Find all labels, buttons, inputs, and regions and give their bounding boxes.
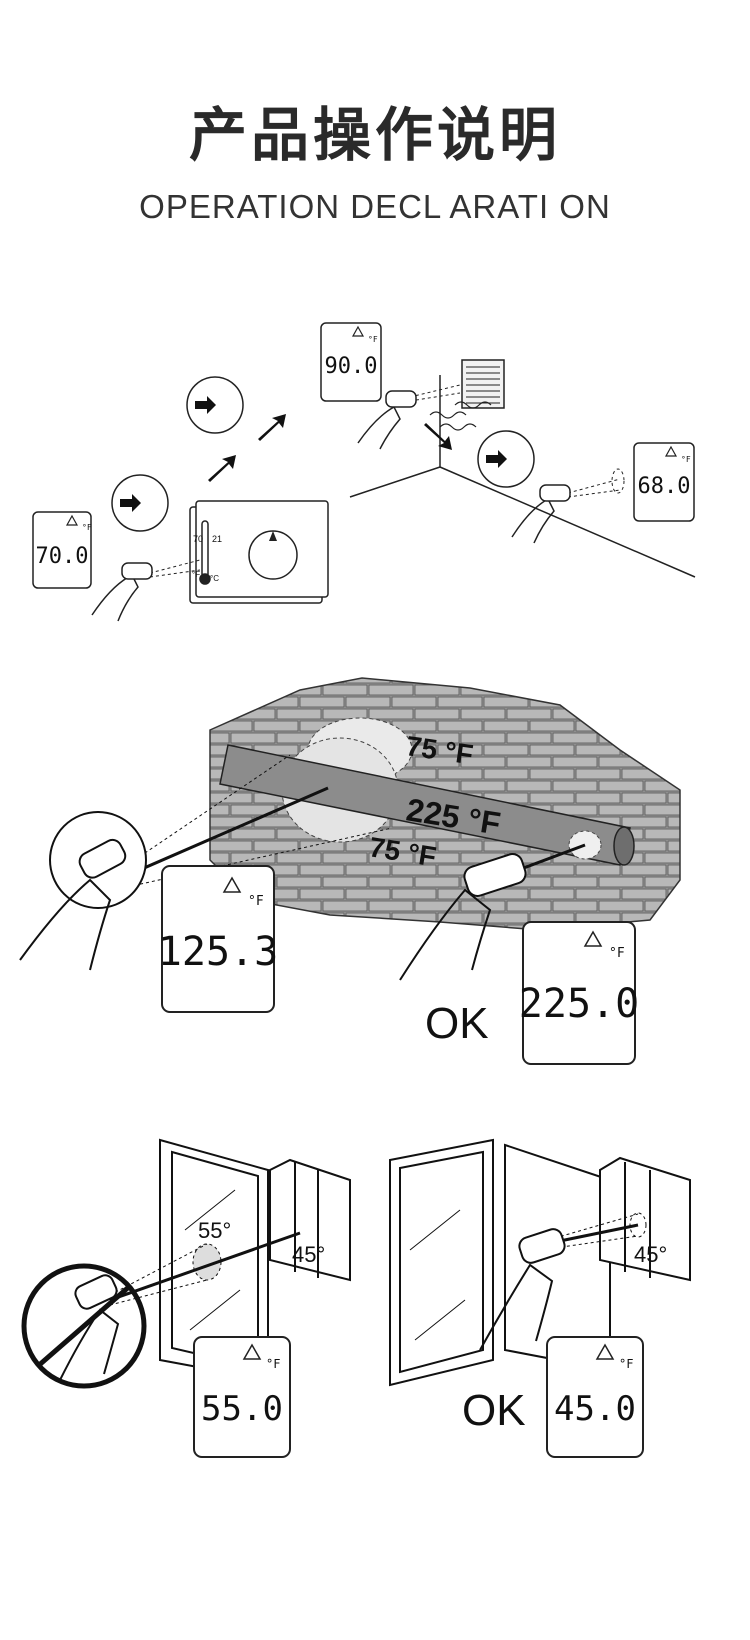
laser-warning-icon (65, 514, 79, 526)
svg-text:°F: °F (266, 1357, 280, 1371)
ok-label: OK (425, 999, 489, 1048)
svg-text:70.0: 70.0 (36, 544, 89, 569)
svg-text:45.0: 45.0 (554, 1389, 636, 1429)
lcd-display-1: °F 70.0 (32, 511, 92, 589)
svg-text:225.0: 225.0 (519, 981, 639, 1027)
glass-temp: 55° (198, 1218, 231, 1243)
ok-label-right: OK (462, 1386, 526, 1435)
svg-text:125.3: 125.3 (158, 929, 278, 975)
laser-warning-icon (351, 325, 365, 337)
lcd-display-3: °F 68.0 (633, 442, 695, 522)
scene-room-measurement: 70 21 °F °C °F 70.0 °F 90.0 °F 68.0 (32, 322, 696, 622)
lcd-display-product: °F 45.0 (546, 1336, 644, 1458)
svg-text:°F: °F (82, 523, 92, 532)
laser-warning-icon (595, 1343, 615, 1360)
product-temp-left: 45° (292, 1242, 325, 1267)
laser-warning-icon (664, 445, 678, 457)
product-temp-right: 45° (634, 1242, 667, 1267)
lcd-display-glass: °F 55.0 (193, 1336, 291, 1458)
prohibited-icon (21, 1263, 147, 1389)
svg-text:68.0: 68.0 (638, 474, 691, 499)
scene-pipe-measurement: 75 °F 225 °F 75 °F °F 125.3 °F 225.0 OK (19, 677, 681, 1065)
laser-warning-icon (583, 930, 603, 947)
lcd-display-bad: °F 125.3 (158, 865, 278, 1013)
svg-text:°F: °F (681, 455, 691, 464)
svg-text:55.0: 55.0 (201, 1389, 283, 1429)
lcd-display-2: °F 90.0 (320, 322, 382, 402)
page-subtitle: OPERATION DECL ARATI ON (139, 188, 611, 225)
laser-warning-icon (242, 1343, 262, 1360)
lcd-display-good: °F 225.0 (519, 921, 639, 1065)
thermostat-scale-right: 21 (212, 534, 222, 544)
thermostat-scale-left: 70 (193, 534, 203, 544)
thermostat-unit-c: °C (210, 574, 219, 583)
thermostat-unit-f: °F (192, 570, 200, 579)
svg-text:°F: °F (619, 1357, 633, 1371)
svg-text:°F: °F (609, 946, 625, 961)
scene-glass-measurement: 55° 45° 45° °F 55.0 °F 45.0 OK (21, 1138, 691, 1458)
svg-text:90.0: 90.0 (325, 354, 378, 379)
svg-text:°F: °F (248, 894, 264, 909)
svg-text:°F: °F (368, 335, 378, 344)
laser-warning-icon (222, 876, 242, 893)
page-title: 产品操作说明 (188, 101, 561, 169)
magnifier-circle (19, 811, 147, 971)
